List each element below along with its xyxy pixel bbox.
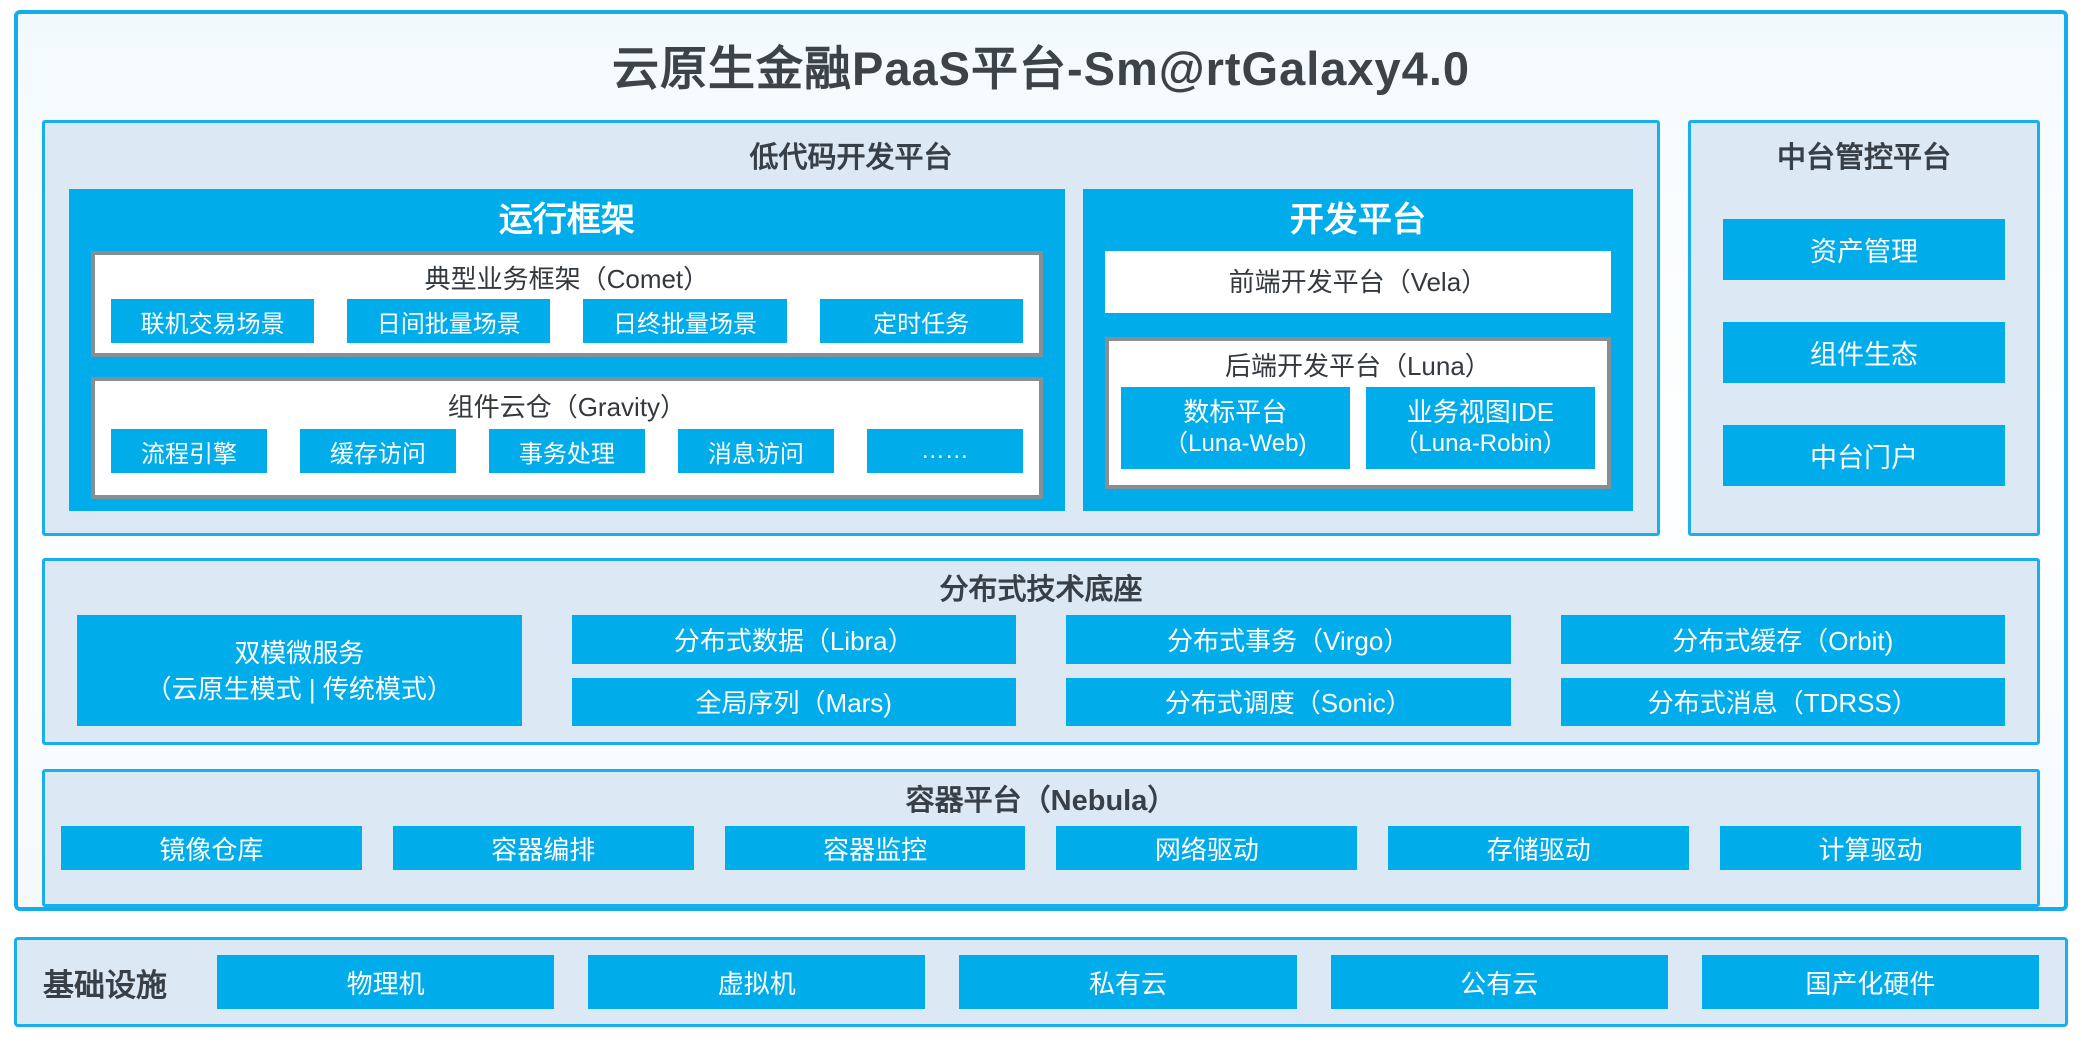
dev-platform-title: 开发平台 <box>1289 201 1426 239</box>
comet-item: 日间批量场景 <box>347 299 551 343</box>
panel-runtime-framework: 运行框架 典型业务框架（Comet） 联机交易场景 日间批量场景 日终批量场景 … <box>69 189 1065 511</box>
box-vela: 前端开发平台（Vela） <box>1104 251 1611 313</box>
gravity-items: 流程引擎 缓存访问 事务处理 消息访问 …… <box>111 429 1023 473</box>
comet-item: 日终批量场景 <box>583 299 787 343</box>
runtime-framework-title: 运行框架 <box>498 201 635 239</box>
distributed-item-dual-microservice: 双模微服务 （云原生模式 | 传统模式） <box>77 615 522 726</box>
main-container: 云原生金融PaaS平台-Sm@rtGalaxy4.0 低代码开发平台 运行框架 … <box>14 10 2068 911</box>
top-row: 低代码开发平台 运行框架 典型业务框架（Comet） 联机交易场景 日间批量场景… <box>42 120 2040 536</box>
luna-item-robin-name: 业务视图IDE <box>1406 397 1555 427</box>
panel-dev-platform: 开发平台 前端开发平台（Vela） 后端开发平台（Luna） 数标平台 （Lun… <box>1082 189 1633 511</box>
container-item-compute-driver: 计算驱动 <box>1720 826 2021 870</box>
distributed-item-scheduling-sonic: 分布式调度（Sonic） <box>1066 677 1511 726</box>
mid-platform-item-asset: 资产管理 <box>1723 219 2005 280</box>
dual-microservice-name: 双模微服务 <box>234 637 365 668</box>
comet-item: 定时任务 <box>819 299 1023 343</box>
panel-mid-platform: 中台管控平台 资产管理 组件生态 中台门户 <box>1688 120 2040 536</box>
low-code-body: 运行框架 典型业务框架（Comet） 联机交易场景 日间批量场景 日终批量场景 … <box>69 189 1633 511</box>
dual-microservice-modes: （云原生模式 | 传统模式） <box>145 673 453 704</box>
distributed-base-title: 分布式技术底座 <box>939 574 1143 606</box>
vela-title: 前端开发平台（Vela） <box>1228 267 1488 297</box>
gravity-item: 消息访问 <box>677 429 834 473</box>
container-item-image-repo: 镜像仓库 <box>61 826 362 870</box>
gravity-item: 事务处理 <box>488 429 645 473</box>
gravity-title: 组件云仓（Gravity） <box>447 392 687 422</box>
luna-item-web-name: 数标平台 <box>1183 397 1288 427</box>
panel-container-platform: 容器平台（Nebula） 镜像仓库 容器编排 容器监控 网络驱动 存储驱动 计算… <box>42 769 2040 907</box>
mid-platform-item-portal: 中台门户 <box>1723 425 2005 486</box>
luna-item-robin: 业务视图IDE （Luna-Robin） <box>1365 387 1595 469</box>
panel-infrastructure: 基础设施 物理机 虚拟机 私有云 公有云 国产化硬件 <box>14 937 2068 1027</box>
low-code-title: 低代码开发平台 <box>749 142 953 174</box>
box-luna: 后端开发平台（Luna） 数标平台 （Luna-Web) 业务视图IDE （Lu… <box>1104 337 1611 489</box>
distributed-grid: 双模微服务 （云原生模式 | 传统模式） 分布式数据（Libra） 分布式事务（… <box>77 615 2005 726</box>
luna-item-web: 数标平台 （Luna-Web) <box>1120 387 1350 469</box>
distributed-item-sequence-mars: 全局序列（Mars) <box>571 677 1016 726</box>
mid-platform-item-ecosystem: 组件生态 <box>1723 322 2005 383</box>
container-platform-title: 容器平台（Nebula） <box>905 785 1177 817</box>
container-items: 镜像仓库 容器编排 容器监控 网络驱动 存储驱动 计算驱动 <box>61 826 2021 870</box>
box-gravity: 组件云仓（Gravity） 流程引擎 缓存访问 事务处理 消息访问 …… <box>91 377 1043 499</box>
infra-item-private-cloud: 私有云 <box>959 955 1297 1009</box>
gravity-item: 缓存访问 <box>299 429 456 473</box>
distributed-item-cache-orbit: 分布式缓存（Orbit) <box>1560 615 2005 664</box>
luna-item-robin-code: （Luna-Robin） <box>1394 430 1567 457</box>
infra-item-domestic-hardware: 国产化硬件 <box>1701 955 2040 1009</box>
infrastructure-label: 基础设施 <box>43 967 167 1003</box>
container-item-monitoring: 容器监控 <box>724 826 1026 870</box>
distributed-item-transaction-virgo: 分布式事务（Virgo） <box>1066 615 1511 664</box>
distributed-item-message-tdrss: 分布式消息（TDRSS） <box>1560 677 2005 726</box>
container-item-storage-driver: 存储驱动 <box>1388 826 1690 870</box>
comet-items: 联机交易场景 日间批量场景 日终批量场景 定时任务 <box>111 299 1023 343</box>
panel-distributed-base: 分布式技术底座 双模微服务 （云原生模式 | 传统模式） 分布式数据（Libra… <box>42 558 2040 745</box>
luna-items: 数标平台 （Luna-Web) 业务视图IDE （Luna-Robin） <box>1120 387 1595 469</box>
infra-item-physical-machine: 物理机 <box>217 955 555 1009</box>
diagram-title: 云原生金融PaaS平台-Sm@rtGalaxy4.0 <box>611 42 1471 95</box>
comet-title: 典型业务框架（Comet） <box>424 264 710 294</box>
gravity-item: 流程引擎 <box>111 429 267 473</box>
distributed-item-data-libra: 分布式数据（Libra） <box>571 615 1016 664</box>
infra-item-virtual-machine: 虚拟机 <box>588 955 926 1009</box>
container-item-network-driver: 网络驱动 <box>1056 826 1358 870</box>
gravity-item-ellipsis: …… <box>866 429 1023 473</box>
luna-title: 后端开发平台（Luna） <box>1224 351 1491 381</box>
container-item-orchestration: 容器编排 <box>392 826 694 870</box>
infra-item-public-cloud: 公有云 <box>1330 955 1668 1009</box>
luna-item-web-code: （Luna-Web) <box>1164 430 1307 457</box>
mid-platform-title: 中台管控平台 <box>1776 142 1951 174</box>
panel-low-code: 低代码开发平台 运行框架 典型业务框架（Comet） 联机交易场景 日间批量场景… <box>42 120 1660 536</box>
box-comet: 典型业务框架（Comet） 联机交易场景 日间批量场景 日终批量场景 定时任务 <box>91 251 1043 357</box>
comet-item: 联机交易场景 <box>111 299 315 343</box>
